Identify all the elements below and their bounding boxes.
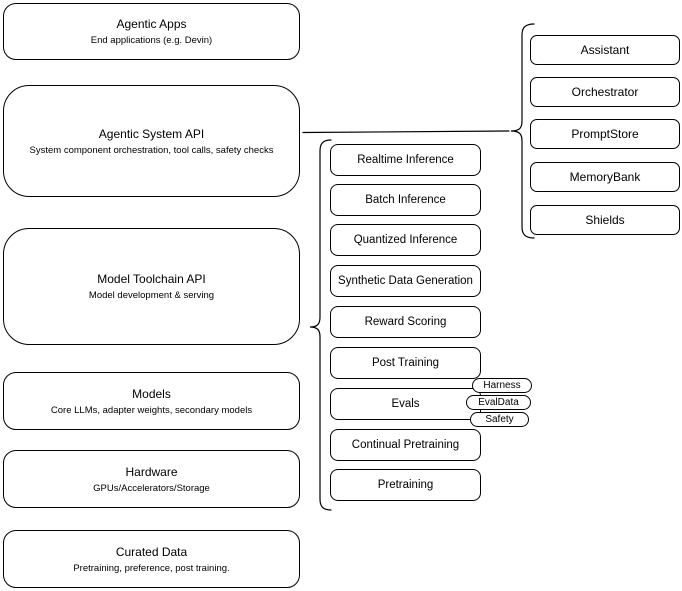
evals-tag-safety: Safety — [470, 412, 529, 427]
system-box-shields: Shields — [530, 205, 680, 235]
box-label: Realtime Inference — [357, 154, 454, 166]
box-subtitle: End applications (e.g. Devin) — [90, 35, 213, 46]
toolchain-box-synthetic-data-generation: Synthetic Data Generation — [330, 265, 481, 297]
box-hardware: Hardware GPUs/Accelerators/Storage — [3, 450, 300, 508]
system-box-memorybank: MemoryBank — [530, 162, 680, 192]
box-title: Hardware — [125, 464, 178, 479]
connector-line-system-api-to-components — [302, 130, 510, 134]
toolchain-box-batch-inference: Batch Inference — [330, 184, 481, 216]
box-title: Models — [132, 386, 171, 401]
box-label: Assistant — [580, 43, 630, 57]
box-label: Batch Inference — [365, 194, 446, 206]
box-label: Orchestrator — [571, 85, 639, 99]
box-subtitle: Pretraining, preference, post training. — [73, 562, 230, 574]
box-label: MemoryBank — [569, 170, 641, 184]
pill-label: EvalData — [478, 396, 519, 408]
toolchain-box-pretraining: Pretraining — [330, 469, 481, 501]
box-label: Evals — [391, 398, 420, 410]
box-title: Curated Data — [115, 544, 188, 559]
box-subtitle: System component orchestration, tool cal… — [29, 144, 274, 156]
box-label: Shields — [585, 213, 625, 227]
box-label: Post Training — [371, 357, 440, 369]
toolchain-box-reward-scoring: Reward Scoring — [330, 306, 481, 338]
box-model-toolchain-api: Model Toolchain API Model development & … — [3, 228, 300, 345]
box-label: Quantized Inference — [353, 234, 458, 246]
system-box-orchestrator: Orchestrator — [530, 77, 680, 107]
box-label: Reward Scoring — [364, 316, 447, 328]
box-label: PromptStore — [571, 127, 639, 141]
box-subtitle: GPUs/Accelerators/Storage — [93, 482, 210, 494]
box-curated-data: Curated Data Pretraining, preference, po… — [3, 530, 300, 588]
box-label: Pretraining — [377, 479, 434, 491]
toolchain-box-quantized-inference: Quantized Inference — [330, 224, 481, 256]
box-label: Synthetic Data Generation — [338, 275, 473, 287]
box-agentic-apps: Agentic Apps End applications (e.g. Devi… — [3, 3, 300, 60]
toolchain-box-realtime-inference: Realtime Inference — [330, 144, 481, 176]
box-title: Agentic Apps — [116, 17, 187, 31]
box-title: Agentic System API — [98, 126, 205, 141]
curly-brace-toolchain-group — [309, 139, 332, 511]
system-box-assistant: Assistant — [530, 35, 680, 65]
box-label: Continual Pretraining — [351, 439, 460, 451]
system-box-promptstore: PromptStore — [530, 119, 680, 149]
box-agentic-system-api: Agentic System API System component orch… — [3, 85, 300, 197]
box-subtitle: Model development & serving — [88, 290, 215, 301]
pill-label: Safety — [485, 413, 514, 425]
box-title: Model Toolchain API — [97, 272, 206, 286]
box-models: Models Core LLMs, adapter weights, secon… — [3, 372, 300, 430]
box-subtitle: Core LLMs, adapter weights, secondary mo… — [50, 404, 253, 416]
evals-tag-harness: Harness — [472, 378, 532, 393]
evals-tag-evaldata: EvalData — [466, 395, 531, 410]
toolchain-box-post-training: Post Training — [330, 347, 481, 379]
pill-label: Harness — [483, 379, 521, 391]
toolchain-box-continual-pretraining: Continual Pretraining — [330, 429, 481, 461]
toolchain-box-evals: Evals — [330, 388, 481, 420]
